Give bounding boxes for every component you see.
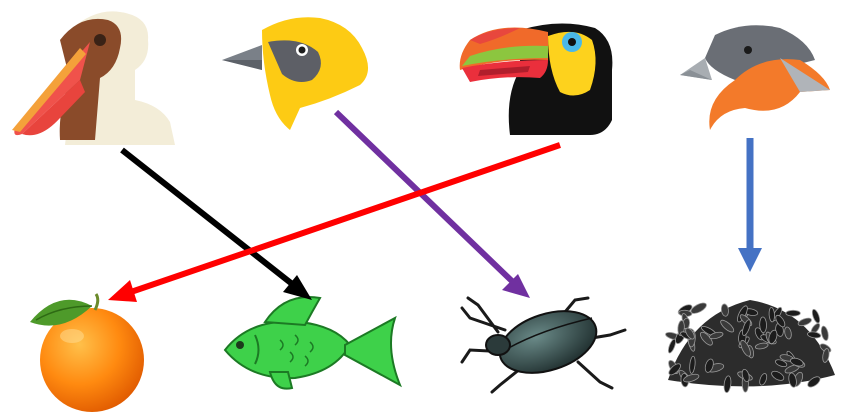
beetle-icon xyxy=(462,298,625,392)
yellow-bird-head-icon xyxy=(222,17,368,130)
orange-icon xyxy=(30,294,144,412)
arrow-pelican-to-fish xyxy=(122,150,312,300)
toucan-head-icon xyxy=(460,23,613,135)
sunflower-seeds-icon xyxy=(665,300,835,393)
fish-icon xyxy=(225,297,400,389)
arrow-finch-to-seeds xyxy=(738,138,762,272)
pelican-head-icon xyxy=(12,11,175,145)
arrow-toucan-to-orange xyxy=(108,145,560,302)
finch-head-icon xyxy=(680,25,830,130)
arrow-yellow-bird-to-beetle xyxy=(336,112,530,298)
